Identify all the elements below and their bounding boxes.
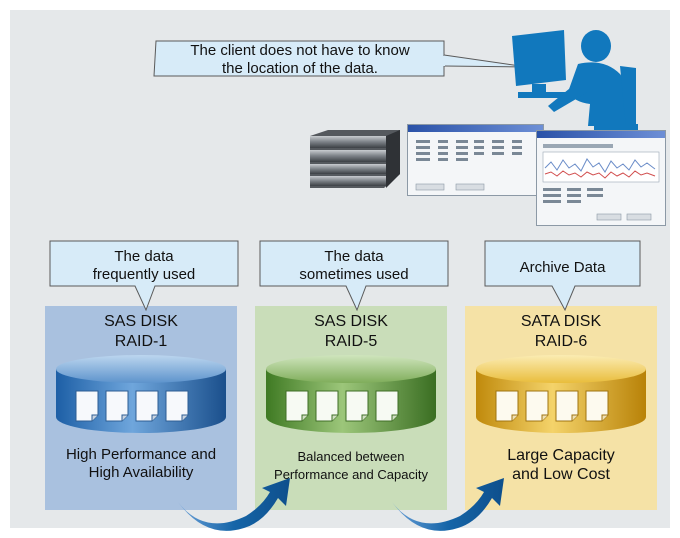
tier-disk-1: SAS DISK [104, 313, 178, 330]
document-icon [585, 390, 609, 422]
document-icon [495, 390, 519, 422]
document-icon [285, 390, 309, 422]
client-callout-line2: the location of the data. [222, 60, 378, 77]
tier-title-2: SAS DISK RAID-5 [255, 312, 447, 352]
tier-description-1-line2: High Availability [88, 464, 194, 481]
tier-description-3-line2: and Low Cost [512, 466, 610, 483]
tier-disk-2: SAS DISK [314, 313, 388, 330]
document-icon [375, 390, 399, 422]
document-icon [525, 390, 549, 422]
client-callout-line1: The client does not have to know [190, 42, 410, 59]
tier-callout-3: Archive Data [485, 259, 640, 277]
storage-server-icon [310, 130, 400, 188]
migration-arrow-icon [178, 478, 290, 531]
tier-description-3: Large Capacity and Low Cost [465, 446, 657, 484]
tier-callout-2-line1: The data [324, 248, 384, 265]
migration-arrow-icon [392, 478, 504, 531]
document-icon [105, 390, 129, 422]
tier-callout-shapes [49, 240, 641, 312]
document-icon [135, 390, 159, 422]
tier-callout-1-line2: frequently used [92, 266, 196, 283]
tier-description-2: Balanced between Performance and Capacit… [255, 448, 447, 484]
tier-disk-3: SATA DISK [520, 313, 602, 330]
window-chart-graphic [542, 144, 660, 221]
client-callout-shape [153, 40, 528, 77]
tier-description-1: High Performance and High Availability [45, 446, 237, 482]
tier-callout-2-line2: sometimes used [299, 266, 409, 283]
person-at-computer-icon [512, 30, 638, 138]
tier-callout-shape-2 [259, 240, 449, 312]
document-icon [345, 390, 369, 422]
tier-callout-shape-3 [484, 240, 641, 312]
management-window-back [407, 124, 544, 196]
tier-raid-1: RAID-1 [114, 333, 168, 350]
tier-description-1-line1: High Performance and [65, 446, 217, 463]
tier-description-2-line1: Balanced between [297, 449, 405, 464]
document-icon [75, 390, 99, 422]
tier-title-1: SAS DISK RAID-1 [45, 312, 237, 352]
tier-callout-3-line1: Archive Data [519, 259, 606, 276]
disk-cylinders [56, 355, 646, 433]
tier-description-2-line2: Performance and Capacity [274, 467, 428, 482]
window-table-graphic [415, 140, 522, 191]
document-icon [555, 390, 579, 422]
client-callout: The client does not have to know the loc… [156, 42, 444, 78]
tier-callout-1: The data frequently used [50, 248, 238, 284]
tier-raid-3: RAID-6 [534, 333, 588, 350]
migration-arrows [178, 478, 504, 531]
tier-description-3-line1: Large Capacity [507, 447, 615, 464]
management-window-front [536, 130, 666, 226]
tier-title-3: SATA DISK RAID-6 [465, 312, 657, 352]
tier-callout-1-line1: The data [114, 248, 174, 265]
document-icon [315, 390, 339, 422]
tier-callout-2: The data sometimes used [260, 248, 448, 284]
tier-raid-2: RAID-5 [324, 333, 378, 350]
document-icon [165, 390, 189, 422]
tier-callout-shape-1 [49, 240, 239, 312]
